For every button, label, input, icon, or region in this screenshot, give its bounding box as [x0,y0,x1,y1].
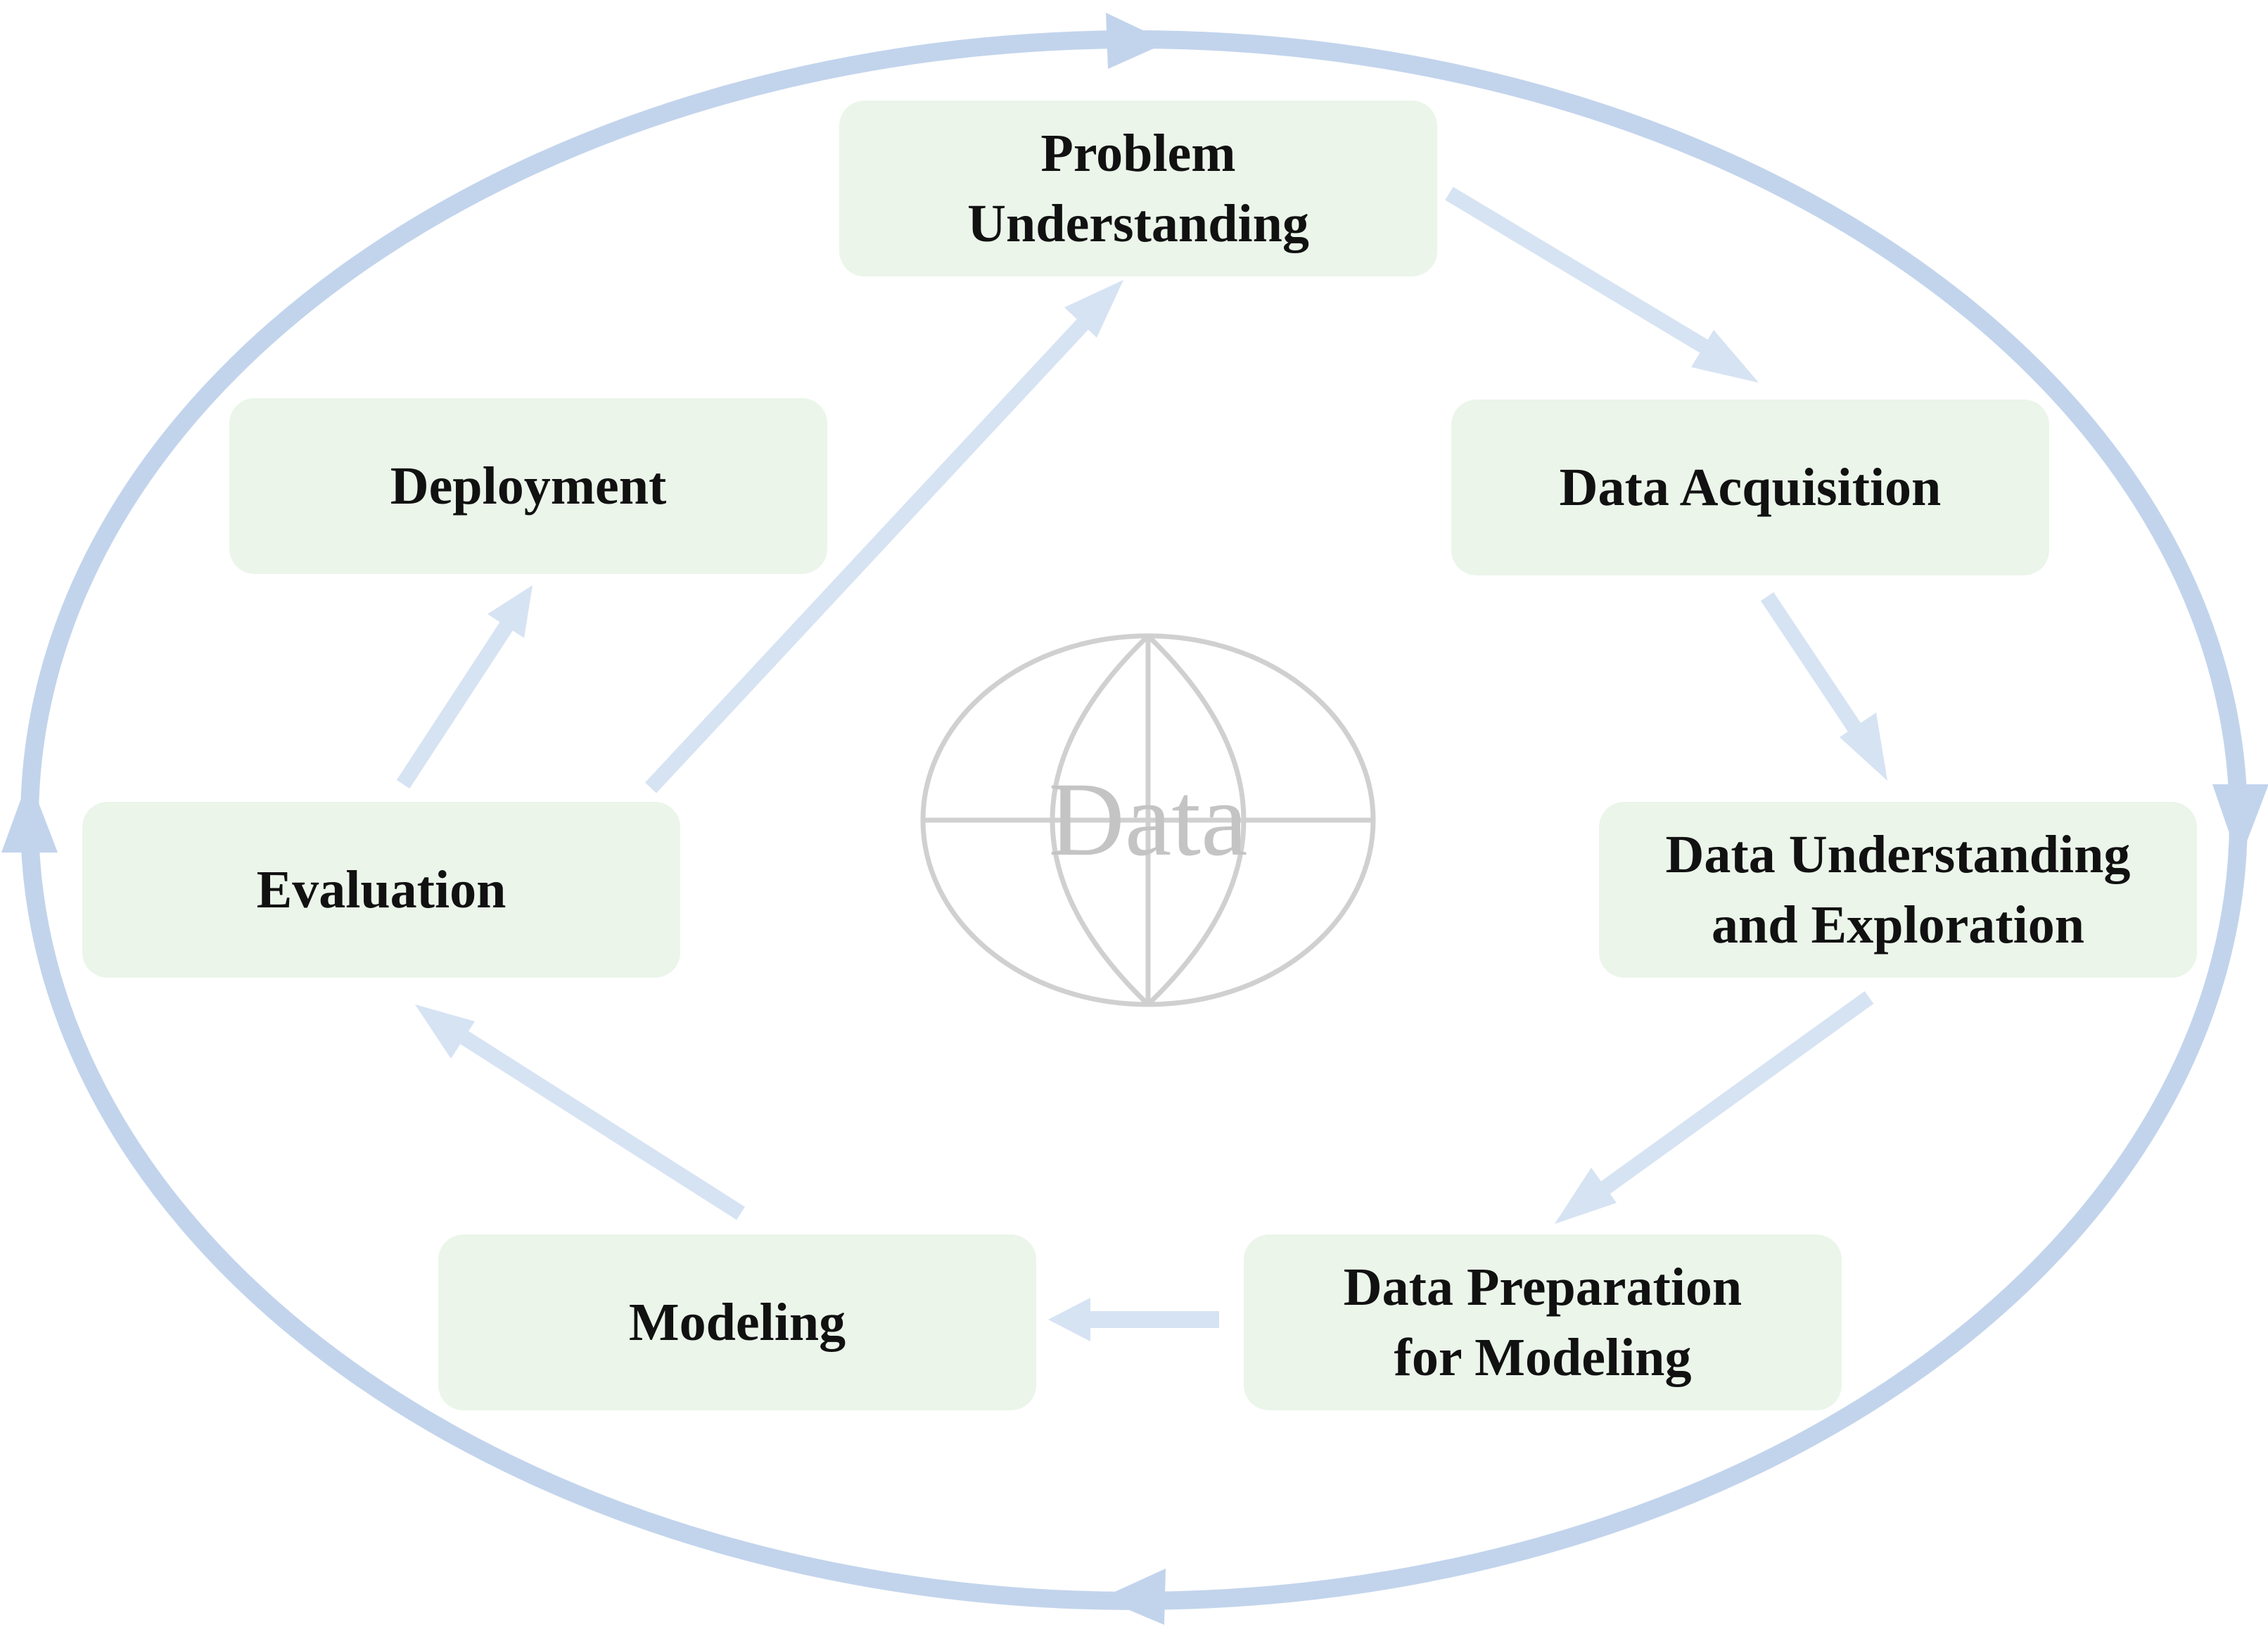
stage-label-line: Deployment [390,457,667,516]
outer-cycle-arrowhead-right [2212,784,2268,862]
arrow-preparation-to-modeling [1048,1298,1219,1341]
arrow-understanding-to-preparation [1555,991,1874,1224]
arrow-evaluation-to-problem [644,280,1123,793]
stage-problem-understanding: Problem Understanding [839,101,1437,276]
arrow-problem-to-acquisition [1445,186,1759,383]
stage-evaluation: Evaluation [82,802,680,978]
outer-cycle-arrowhead-left [1,777,58,853]
stage-modeling: Modeling [438,1234,1036,1410]
stage-label-line: Modeling [628,1293,846,1352]
arrow-evaluation-to-deployment [396,585,533,789]
data-globe-watermark [920,633,1376,1007]
data-watermark-label: Data [1048,761,1247,878]
arrow-acquisition-to-understanding [1760,592,1887,781]
stage-label-line: Data Preparation [1343,1258,1743,1317]
stage-label-line: Evaluation [256,860,507,919]
stage-label-line: for Modeling [1394,1328,1692,1387]
stage-label-line: Data Acquisition [1559,458,1942,517]
outer-cycle-arrowhead-bottom [1101,1569,1166,1625]
stage-data-understanding-exploration: Data Understanding and Exploration [1599,802,2197,978]
stage-label-line: Data Understanding [1665,825,2131,884]
outer-cycle-arrowhead-top [1106,13,1168,69]
step-arrows [396,186,1887,1341]
stage-label-line: Problem [1040,124,1236,183]
stage-data-acquisition: Data Acquisition [1451,400,2049,575]
stage-data-preparation: Data Preparation for Modeling [1244,1234,1842,1410]
stage-deployment: Deployment [229,398,827,574]
stage-label-line: and Exploration [1711,895,2085,955]
stage-label-line: Understanding [967,194,1309,253]
arrow-modeling-to-evaluation [415,1004,745,1220]
